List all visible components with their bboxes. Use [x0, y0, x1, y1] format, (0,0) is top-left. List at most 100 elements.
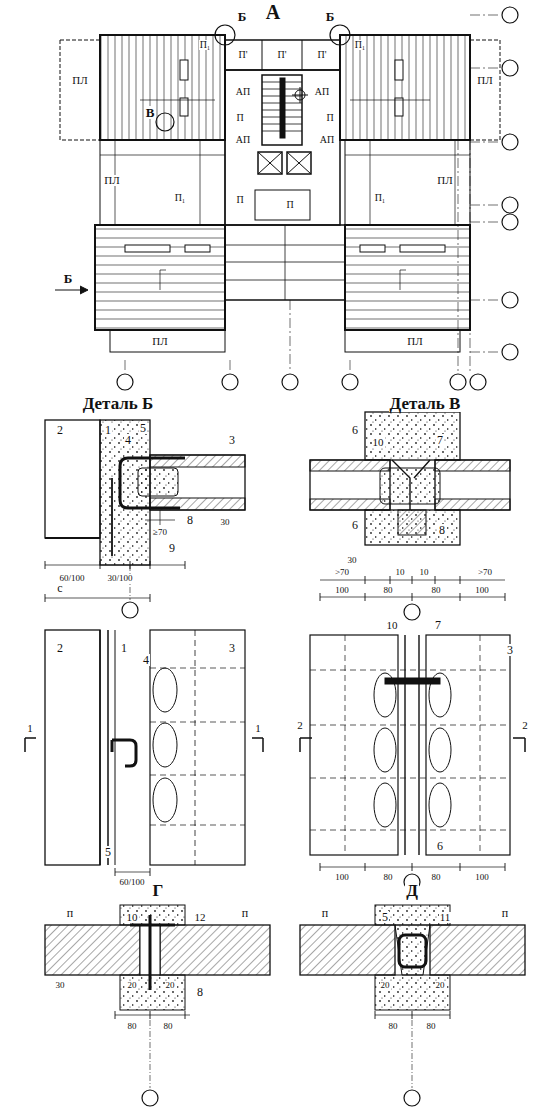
- view-title: Деталь Б: [82, 395, 155, 412]
- callout-label: П: [285, 200, 294, 210]
- callout-label: 1: [104, 424, 112, 436]
- callout-label: 10: [126, 912, 139, 923]
- callout-label: Б: [237, 10, 248, 23]
- callout-label: ПЛ: [476, 75, 493, 86]
- callout-label: 2: [521, 720, 529, 731]
- callout-label: 30/100: [106, 574, 133, 583]
- callout-label: ПЛ: [436, 175, 453, 186]
- detail-b-plan: [25, 630, 263, 876]
- callout-label: 2: [296, 720, 304, 731]
- callout-label: П: [235, 195, 244, 205]
- callout-label: 100: [474, 873, 490, 882]
- callout-label: АП: [235, 135, 251, 145]
- callout-label: 5: [139, 422, 147, 434]
- callout-label: 6: [436, 840, 444, 852]
- detail-v-section: [310, 412, 510, 620]
- callout-label: 80: [127, 1022, 138, 1031]
- callout-label: 5: [104, 846, 112, 858]
- callout-label: 3: [228, 642, 236, 654]
- callout-label: ПЛ: [406, 336, 423, 347]
- callout-label: П': [316, 50, 327, 60]
- callout-label: 10: [372, 437, 385, 448]
- callout-label: П₁: [354, 40, 367, 50]
- callout-label: ПЛ: [151, 336, 168, 347]
- callout-label: 7: [434, 619, 442, 631]
- callout-label: 100: [334, 586, 350, 595]
- callout-label: 4: [124, 434, 132, 446]
- callout-label: 9: [168, 542, 176, 554]
- callout-label: 6: [351, 424, 359, 436]
- callout-label: 10: [395, 568, 406, 577]
- callout-label: ПЛ: [71, 75, 88, 86]
- callout-label: >70: [334, 568, 350, 577]
- callout-label: 80: [383, 873, 394, 882]
- detail-b-section: [45, 420, 245, 618]
- callout-label: П: [325, 113, 334, 123]
- callout-label: П₁: [199, 40, 212, 50]
- callout-label: 20: [380, 981, 391, 990]
- callout-label: 60/100: [118, 878, 145, 887]
- callout-label: 10: [386, 620, 399, 631]
- callout-label: 1: [120, 642, 128, 654]
- callout-label: АП: [319, 135, 335, 145]
- callout-label: 30: [347, 556, 358, 565]
- callout-label: 7: [436, 434, 444, 446]
- callout-label: 3: [506, 644, 514, 656]
- callout-label: п: [241, 907, 249, 919]
- callout-label: 1: [26, 723, 34, 734]
- callout-label: 3: [228, 434, 236, 446]
- view-title: Д: [405, 882, 419, 899]
- callout-label: 8: [186, 514, 194, 526]
- floor-plan: [55, 7, 518, 390]
- callout-label: 100: [474, 586, 490, 595]
- callout-label: В: [145, 106, 156, 119]
- callout-label: АП: [314, 87, 330, 97]
- callout-label: >70: [477, 568, 493, 577]
- callout-label: п: [321, 907, 329, 919]
- callout-label: П: [235, 113, 244, 123]
- callout-label: П': [237, 50, 248, 60]
- view-title: Г: [152, 882, 165, 899]
- callout-label: 30: [55, 981, 66, 990]
- callout-label: П': [276, 50, 287, 60]
- detail-v-plan: [300, 635, 525, 890]
- callout-label: 80: [163, 1022, 174, 1031]
- callout-label: 2: [56, 424, 64, 436]
- callout-label: 80: [431, 873, 442, 882]
- callout-label: 100: [334, 873, 350, 882]
- callout-label: 20: [435, 981, 446, 990]
- callout-label: ≥70: [152, 528, 168, 537]
- callout-label: 12: [194, 912, 207, 923]
- view-title: А: [265, 2, 281, 22]
- callout-label: П₁: [374, 193, 387, 203]
- callout-label: Б: [63, 272, 74, 285]
- callout-label: 20: [127, 981, 138, 990]
- callout-label: 6: [351, 519, 359, 531]
- callout-label: c: [56, 582, 63, 594]
- callout-label: Б: [325, 10, 336, 23]
- callout-label: 80: [383, 586, 394, 595]
- callout-label: 1: [254, 723, 262, 734]
- callout-label: 20: [165, 981, 176, 990]
- callout-label: 80: [431, 586, 442, 595]
- callout-label: 4: [142, 654, 150, 666]
- callout-label: АП: [235, 87, 251, 97]
- callout-label: П₁: [174, 193, 187, 203]
- callout-label: 80: [388, 1022, 399, 1031]
- callout-label: п: [501, 907, 509, 919]
- callout-label: 8: [196, 986, 204, 998]
- callout-label: 2: [56, 642, 64, 654]
- callout-label: ПЛ: [103, 175, 120, 186]
- joint-g: [45, 905, 270, 1106]
- callout-label: п: [66, 907, 74, 919]
- callout-label: 80: [426, 1022, 437, 1031]
- callout-label: 5: [381, 911, 389, 923]
- joint-d: [300, 905, 525, 1106]
- callout-label: 30: [220, 518, 231, 527]
- callout-label: 11: [439, 912, 452, 923]
- callout-label: 10: [419, 568, 430, 577]
- view-title: Деталь В: [389, 395, 462, 412]
- callout-label: 8: [438, 524, 446, 536]
